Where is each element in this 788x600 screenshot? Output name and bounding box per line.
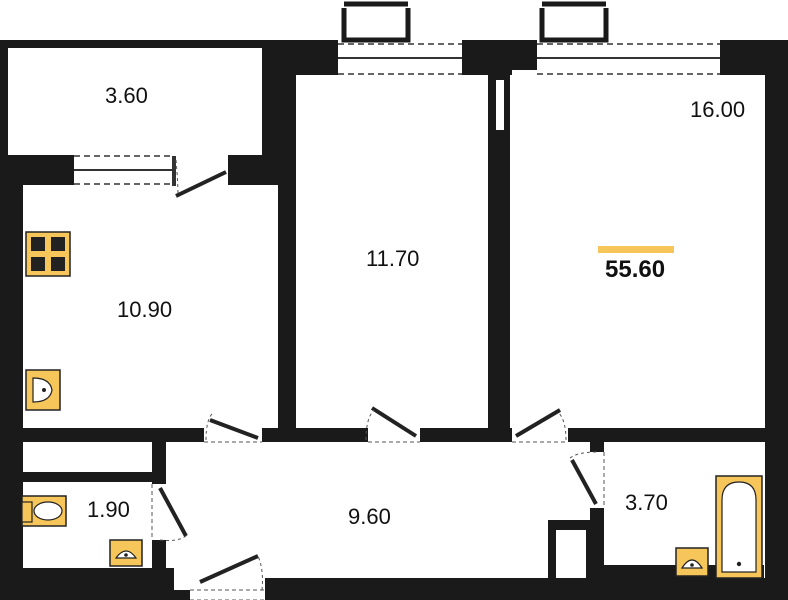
total-area-label: 55.60 <box>605 256 665 283</box>
toilet-icon <box>21 495 67 527</box>
room-area-bedroom: 11.70 <box>366 246 419 271</box>
room-area-balcony: 3.60 <box>105 83 148 108</box>
door-toilet <box>151 484 188 541</box>
room-area-hall: 9.60 <box>348 504 391 529</box>
window-living <box>536 0 720 75</box>
balcony-outline <box>8 40 288 185</box>
bathroom-sink-icon <box>675 547 709 577</box>
balcony-window <box>74 155 174 185</box>
stove-icon <box>25 231 71 277</box>
door-bedroom <box>365 406 420 443</box>
room-area-kitchen: 10.90 <box>117 297 172 322</box>
bathtub-icon <box>715 475 763 579</box>
window-bedroom <box>336 0 462 75</box>
toilet-sink-icon <box>109 539 143 567</box>
room-area-living: 16.00 <box>690 97 745 122</box>
door-living <box>512 408 568 443</box>
balcony-door <box>172 156 228 198</box>
total-area-bar <box>598 246 674 253</box>
door-entrance <box>190 554 265 600</box>
room-area-bathroom: 3.70 <box>625 490 668 515</box>
room-area-toilet: 1.90 <box>87 497 130 522</box>
wall-gap <box>496 80 504 130</box>
kitchen-sink-icon <box>25 369 61 411</box>
door-bathroom <box>569 451 605 508</box>
shaft-niche <box>556 530 586 578</box>
door-kitchen <box>204 411 262 443</box>
